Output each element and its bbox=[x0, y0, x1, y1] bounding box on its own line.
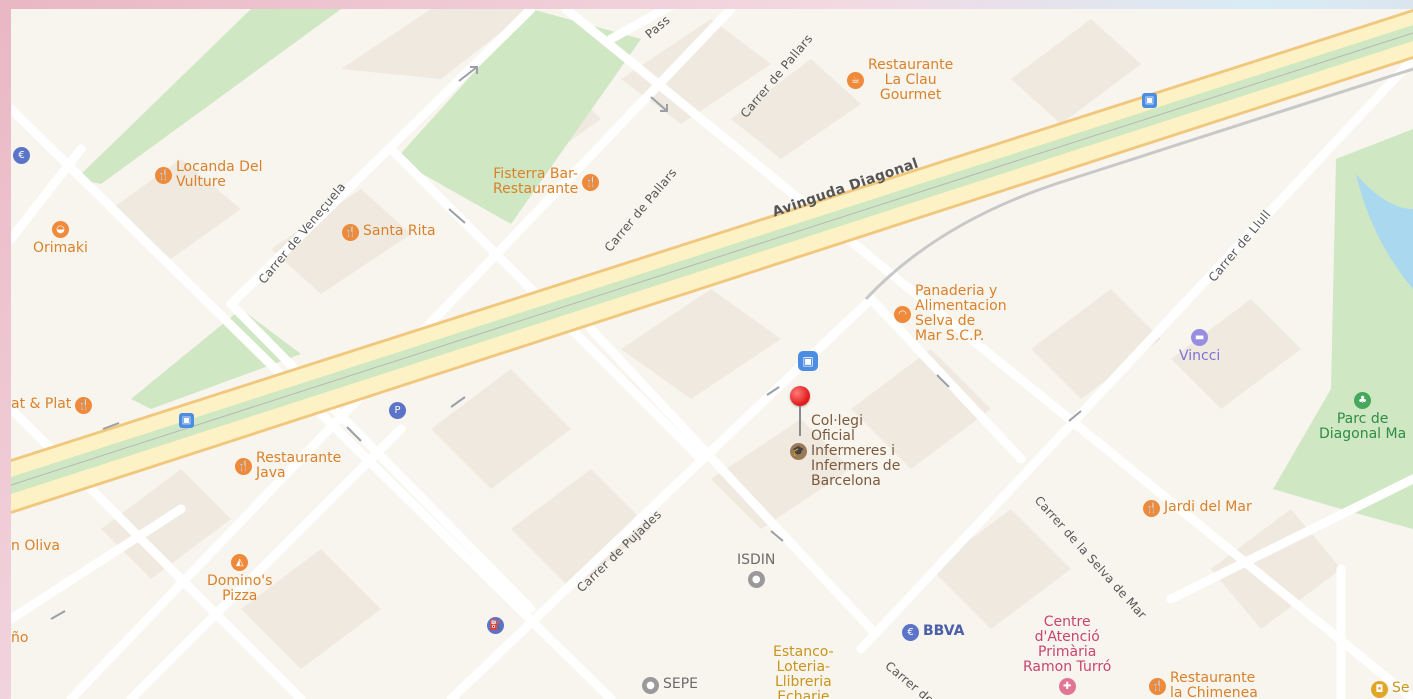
fork-knife-icon: 🍴 bbox=[155, 167, 172, 184]
poi-vincci[interactable]: ▬ Vincci bbox=[1179, 329, 1220, 364]
avinguda-diagonal-road bbox=[11, 9, 1413, 514]
pizza-icon: ◭ bbox=[231, 554, 249, 571]
fork-knife-icon: 🍴 bbox=[75, 397, 93, 414]
euro-icon: € bbox=[13, 147, 30, 164]
poi-fisterra-bar-restaurante[interactable]: 🍴 Fisterra Bar- Restaurante bbox=[493, 167, 600, 197]
poi-bank-left[interactable]: € bbox=[13, 147, 30, 164]
fuel-icon: ⛽ bbox=[487, 617, 504, 634]
pin-head-icon bbox=[790, 386, 810, 406]
poi-isdin[interactable]: ● ISDIN bbox=[737, 553, 775, 588]
circle-icon: ● bbox=[747, 571, 765, 588]
poi-centre-atencio-primaria[interactable]: ✚ Centre d'Atenció Primària Ramon Turró bbox=[1023, 615, 1111, 695]
tree-icon: ♣ bbox=[1354, 392, 1372, 409]
fork-knife-icon: 🍴 bbox=[1143, 500, 1160, 517]
poi-parc-de-diagonal-mar[interactable]: ♣ Parc de Diagonal Ma bbox=[1319, 392, 1406, 442]
bus-stop-icon[interactable]: ▣ bbox=[1142, 93, 1157, 108]
poi-bbva[interactable]: € BBVA bbox=[902, 624, 965, 641]
rail-line bbox=[864, 67, 1413, 301]
bag-icon: ◘ bbox=[1371, 681, 1388, 698]
poi-at-plat[interactable]: 🍴 at & Plat bbox=[11, 397, 93, 414]
fork-knife-icon: 🍴 bbox=[582, 174, 600, 191]
medical-icon: ✚ bbox=[1058, 678, 1076, 695]
fork-knife-icon: 🍴 bbox=[235, 458, 252, 475]
poi-sepe[interactable]: ● SEPE bbox=[642, 677, 698, 694]
lake-water bbox=[1356, 174, 1413, 289]
map-canvas[interactable]: Avinguda Diagonal Carrer de Pallars Carr… bbox=[11, 9, 1413, 699]
pin-stick bbox=[799, 406, 801, 436]
minor-streets bbox=[11, 9, 1413, 699]
poi-jardi-del-mar[interactable]: 🍴 Jardi del Mar bbox=[1143, 500, 1252, 517]
cup-icon: ☕ bbox=[847, 72, 864, 89]
poi-parking[interactable]: P bbox=[389, 402, 406, 419]
one-way-arrows bbox=[50, 66, 1082, 620]
bread-icon: ◠ bbox=[894, 306, 911, 323]
bed-icon: ▬ bbox=[1191, 329, 1209, 346]
parking-icon: P bbox=[389, 402, 406, 419]
poi-se-right[interactable]: ◘ Se bbox=[1371, 681, 1410, 698]
poi-oliva[interactable]: n Oliva bbox=[11, 538, 60, 554]
poi-fuel[interactable]: ⛽ bbox=[487, 617, 504, 634]
graduation-cap-icon: 🎓 bbox=[790, 443, 807, 460]
bowl-icon: ◒ bbox=[51, 221, 69, 238]
bus-stop-icon[interactable]: ▣ bbox=[179, 413, 194, 428]
poi-locanda-del-vulture[interactable]: 🍴 Locanda Del Vulture bbox=[155, 160, 262, 190]
map-base-layer bbox=[11, 9, 1413, 699]
tram-stop-icon[interactable]: ▣ bbox=[798, 351, 818, 371]
poi-restaurante-java[interactable]: 🍴 Restaurante Java bbox=[235, 451, 341, 481]
poi-orimaki[interactable]: ◒ Orimaki bbox=[33, 221, 88, 256]
circle-icon: ● bbox=[642, 677, 659, 694]
poi-collegi-oficial-infermeres[interactable]: 🎓 Col·legi Oficial Infermeres i Infermer… bbox=[790, 414, 900, 489]
euro-icon: € bbox=[902, 624, 919, 641]
selected-location-pin[interactable] bbox=[790, 386, 810, 436]
poi-restaurante-la-clau-gourmet[interactable]: ☕ Restaurante La Clau Gourmet bbox=[847, 58, 953, 103]
park-top-left bbox=[76, 9, 341, 184]
fork-knife-icon: 🍴 bbox=[342, 224, 359, 241]
poi-santa-rita[interactable]: 🍴 Santa Rita bbox=[342, 224, 436, 241]
poi-restaurante-la-chimenea[interactable]: 🍴 Restaurante la Chimenea bbox=[1149, 671, 1258, 699]
fork-knife-icon: 🍴 bbox=[1149, 678, 1166, 695]
poi-estanco-loteria-llibreria[interactable]: Estanco- Loteria- Llibreria Echarie bbox=[773, 644, 834, 699]
poi-dominos-pizza[interactable]: ◭ Domino's Pizza bbox=[207, 554, 272, 604]
park-top-center bbox=[396, 9, 641, 224]
poi-panaderia-selva-de-mar[interactable]: ◠ Panaderia y Alimentacion Selva de Mar … bbox=[894, 284, 1007, 344]
poi-no[interactable]: ño bbox=[11, 630, 29, 646]
